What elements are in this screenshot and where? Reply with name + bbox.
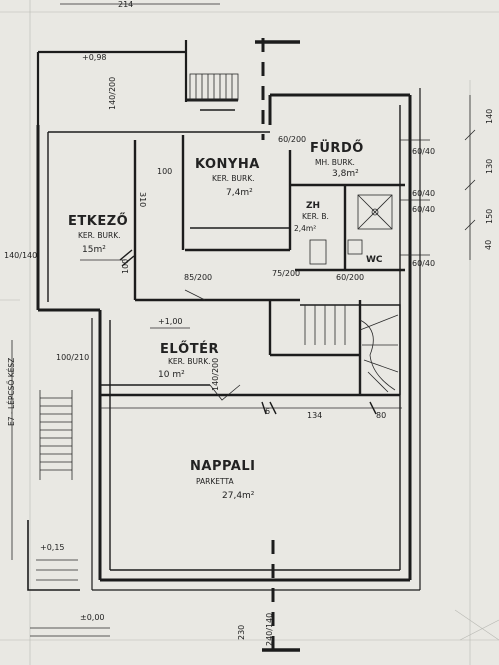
dim-label: 60/200 bbox=[278, 135, 306, 144]
room-floor: KER. BURK. bbox=[78, 231, 121, 240]
dim-label: 240/140 bbox=[265, 613, 274, 646]
room-area: 7,4m² bbox=[226, 188, 253, 198]
dim-label: 85/200 bbox=[184, 273, 212, 282]
staircase-top bbox=[189, 73, 239, 111]
dim-label: 80 bbox=[376, 411, 386, 420]
room-konyha: KONYHA KER. BURK. 7,4m² bbox=[195, 157, 260, 198]
dim-label: 230 bbox=[237, 625, 246, 640]
dim-label: 140/200 bbox=[211, 358, 220, 391]
dim-label: +0,98 bbox=[82, 53, 107, 62]
room-floor: MH. BURK. bbox=[315, 158, 355, 167]
dim-label: ±0,00 bbox=[80, 613, 105, 622]
room-name: WC bbox=[366, 255, 383, 265]
room-name: NAPPALI bbox=[190, 459, 256, 474]
room-area: 15m² bbox=[82, 245, 106, 255]
room-floor: KER. BURK. bbox=[168, 357, 211, 366]
bath-fixtures bbox=[309, 194, 393, 265]
dim-label: 60/40 bbox=[412, 205, 435, 214]
dim-label: 100 bbox=[121, 259, 130, 274]
dim-label: 60/40 bbox=[412, 147, 435, 156]
dim-label: 130 bbox=[485, 159, 494, 174]
dim-label: 75/200 bbox=[272, 269, 300, 278]
axis-lines bbox=[255, 38, 300, 655]
room-floor: KER. BURK. bbox=[212, 174, 255, 183]
outer-walls bbox=[36, 40, 421, 591]
dimension-lines bbox=[11, 95, 476, 637]
staircase-main bbox=[300, 304, 401, 395]
dim-label: 60/40 bbox=[412, 259, 435, 268]
dim-top: 214 bbox=[118, 0, 133, 9]
room-furdo: FÜRDŐ MH. BURK. 3,8m² bbox=[310, 140, 364, 179]
room-name: KONYHA bbox=[195, 157, 260, 172]
dim-label: E7 - LÉPCSŐ KÉSZ bbox=[7, 358, 16, 426]
room-floor: KER. B. bbox=[302, 212, 329, 221]
dimension-labels: +0,98 140/200 100 310 60/200 60/40 60/40… bbox=[4, 53, 494, 646]
staircase-left bbox=[27, 390, 80, 591]
room-name: ELŐTÉR bbox=[160, 341, 219, 357]
dim-label: 134 bbox=[307, 411, 322, 420]
dim-label: 140 bbox=[485, 109, 494, 124]
dim-label: +1,00 bbox=[158, 317, 183, 326]
dim-label: 6 bbox=[265, 407, 270, 416]
room-area: 10 m² bbox=[158, 370, 185, 380]
dim-label: 310 bbox=[138, 192, 147, 207]
dim-label: 150 bbox=[485, 209, 494, 224]
dim-label: 40 bbox=[484, 240, 493, 250]
room-area: 3,8m² bbox=[332, 169, 359, 179]
room-area: 2,4m² bbox=[294, 224, 316, 233]
room-etkezo: ETKEZŐ KER. BURK. 15m² bbox=[68, 213, 128, 255]
dim-label: 100/210 bbox=[56, 353, 89, 362]
room-wc: WC bbox=[366, 255, 383, 265]
room-name: ETKEZŐ bbox=[68, 213, 128, 229]
room-eloter: ELŐTÉR KER. BURK. 10 m² bbox=[158, 341, 219, 380]
dim-label: 60/40 bbox=[412, 189, 435, 198]
dim-label: +0,15 bbox=[40, 543, 65, 552]
dim-label: 60/200 bbox=[336, 273, 364, 282]
room-floor: PARKETTA bbox=[196, 477, 234, 486]
dim-label: 140/140 bbox=[4, 251, 37, 260]
room-area: 27,4m² bbox=[222, 491, 255, 501]
room-zh: ZH KER. B. 2,4m² bbox=[294, 201, 329, 233]
dim-label: 140/200 bbox=[108, 77, 117, 110]
room-name: ZH bbox=[306, 201, 320, 211]
room-name: FÜRDŐ bbox=[310, 140, 364, 156]
dim-label: 100 bbox=[157, 167, 172, 176]
room-nappali: NAPPALI PARKETTA 27,4m² bbox=[190, 459, 256, 501]
